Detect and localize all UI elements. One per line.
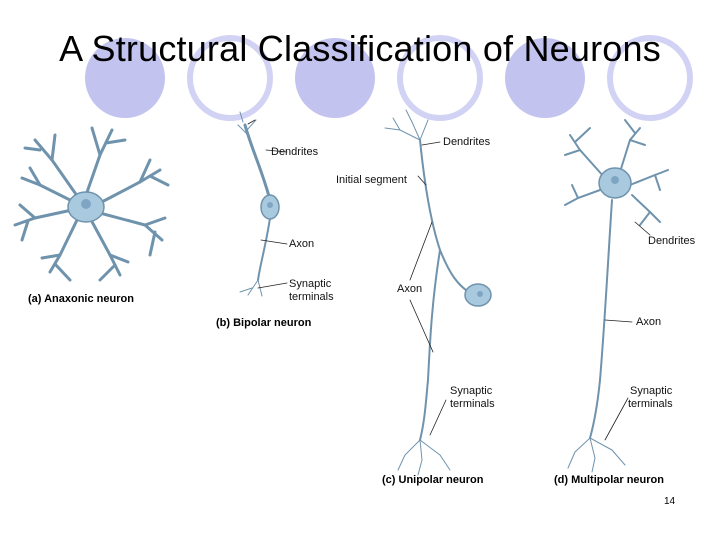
label-terminals-unipolar: terminals [450,398,495,410]
label-synaptic-unipolar: Synaptic [450,385,493,397]
caption-multipolar: (d) Multipolar neuron [554,474,664,486]
slide-title: A Structural Classification of Neurons [59,28,661,69]
decor-circle-filled [505,38,585,118]
bipolar-neuron [237,111,288,297]
decor-circle-ring [607,35,693,121]
multipolar-neuron [564,119,669,473]
anaxonic-neuron [13,126,170,282]
label-axon-multipolar: Axon [636,316,662,328]
label-terminals-multipolar: terminals [628,398,673,410]
caption-bipolar: (b) Bipolar neuron [216,317,312,329]
decor-circle-filled [295,38,375,118]
label-axon-bipolar: Axon [289,238,315,250]
label-dendrites-bipolar: Dendrites [271,146,319,158]
caption-anaxonic: (a) Anaxonic neuron [28,293,134,305]
label-synaptic-multipolar: Synaptic [630,385,673,397]
label-axon-unipolar: Axon [397,283,423,295]
decor-circle-filled [85,38,165,118]
label-terminals-bipolar: terminals [289,291,334,303]
caption-unipolar: (c) Unipolar neuron [382,474,484,486]
unipolar-neuron [384,109,492,476]
label-dendrites-unipolar: Dendrites [443,136,491,148]
decor-circle-ring [397,35,483,121]
decor-circle-ring [187,35,273,121]
label-initial-segment: Initial segment [336,174,407,186]
decor-circles [85,35,693,121]
label-dendrites-multipolar: Dendrites [648,235,696,247]
page-number: 14 [664,496,676,507]
label-synaptic-bipolar: Synaptic [289,278,332,290]
